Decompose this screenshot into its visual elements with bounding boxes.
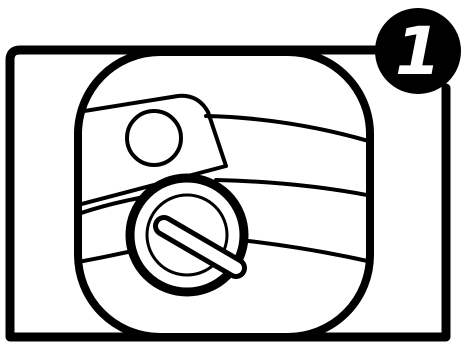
step-badge: 1: [375, 8, 461, 94]
latch-tab: [78, 93, 228, 207]
indicator-hole: [125, 109, 183, 167]
step-badge-circle: [375, 8, 461, 94]
device-body: [78, 93, 370, 264]
step-number: 1: [395, 13, 441, 90]
body-edge-lower-4: [78, 250, 130, 264]
outer-frame: [5, 45, 451, 342]
rotary-knob: [125, 173, 249, 297]
body-edge-lower-3: [238, 238, 370, 264]
body-edge-upper: [204, 114, 370, 144]
knob-slot-fill: [158, 220, 242, 274]
body-edge-lower-1: [214, 178, 370, 198]
